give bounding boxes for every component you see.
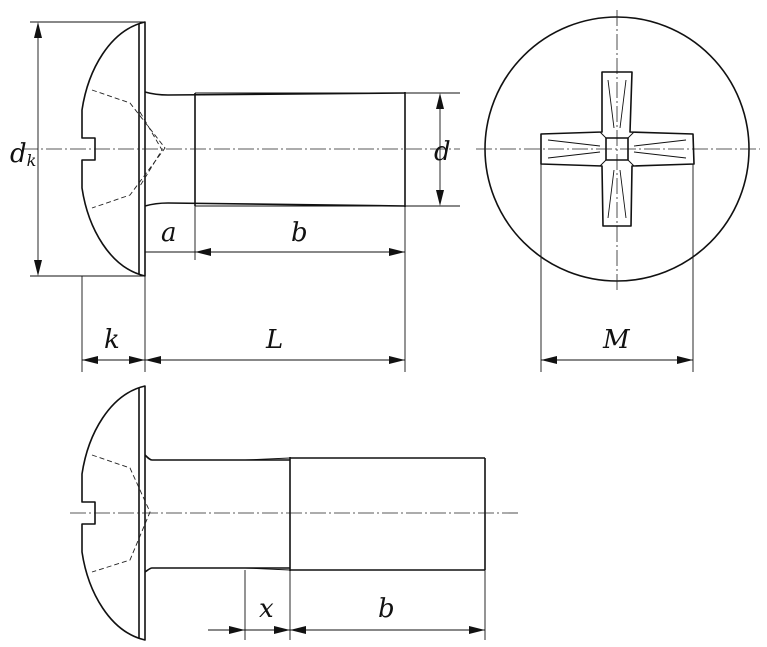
label-x: x: [259, 594, 274, 624]
label-L: L: [265, 325, 283, 355]
bottom-side-view: [70, 385, 520, 641]
label-M: M: [602, 325, 631, 355]
bottom-head-dome: [81, 385, 146, 641]
top-head-dome: [81, 21, 146, 277]
dimension-labels: dk d a b k L M x b: [10, 137, 631, 624]
label-b-bottom: b: [378, 594, 395, 624]
label-d: d: [434, 137, 451, 167]
label-a: a: [161, 218, 177, 248]
label-k: k: [104, 325, 120, 355]
top-end-view: [476, 10, 760, 290]
top-side-view: [22, 21, 460, 277]
label-dk: dk: [10, 139, 36, 170]
dimensions: [30, 21, 694, 640]
cross-recess: [540, 71, 695, 227]
label-b-top: b: [291, 218, 308, 248]
